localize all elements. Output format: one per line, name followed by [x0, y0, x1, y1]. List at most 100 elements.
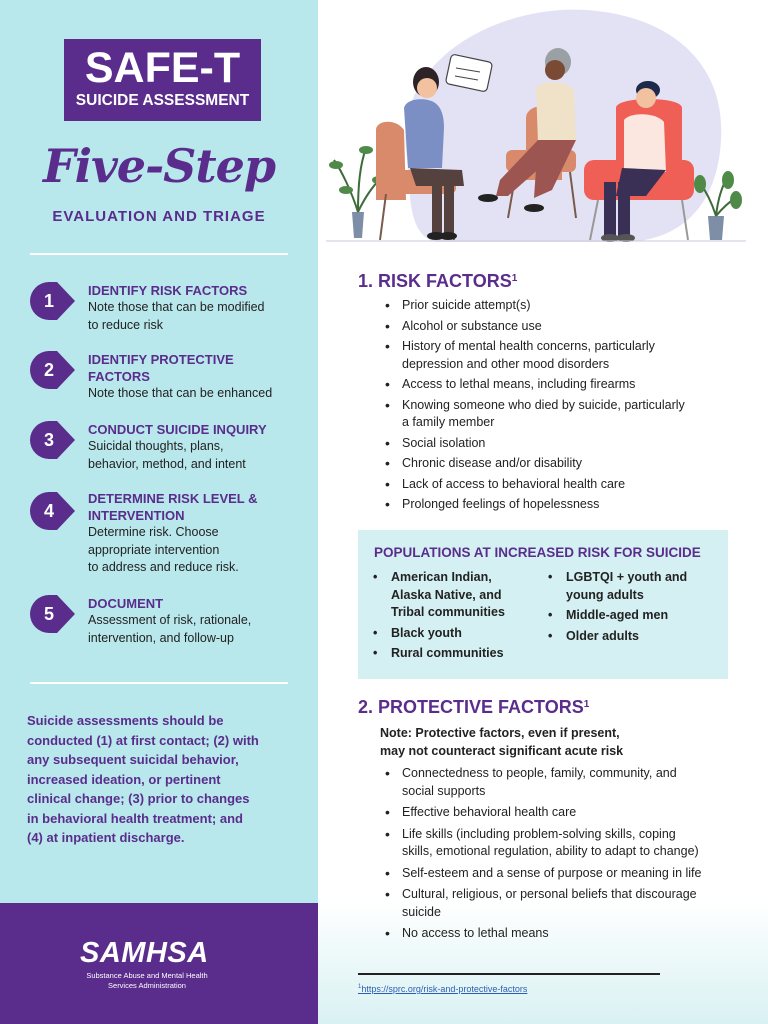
samhsa-logo: SAMHSA — [80, 937, 209, 969]
step-desc: to address and reduce risk. — [88, 560, 239, 574]
item-line: Chronic disease and/or disability — [402, 456, 582, 470]
footnote-divider — [358, 973, 660, 975]
list-item: Social isolation — [380, 435, 740, 453]
list-item: Connectedness to people, family, communi… — [380, 765, 740, 800]
list-item: LGBTQI + youth and young adults — [545, 569, 725, 604]
step-number: 2 — [43, 360, 54, 380]
footnote-ref: 1 — [358, 984, 362, 990]
step-desc: behavior, method, and intent — [88, 456, 246, 471]
populations-title: POPULATIONS AT INCREASED RISK FOR SUICID… — [374, 545, 701, 560]
item-line: Alaska Native, and — [391, 587, 502, 602]
protective-factors-heading: 2. PROTECTIVE FACTORS1 — [358, 696, 589, 718]
samhsa-subtitle: Substance Abuse and Mental Health — [86, 971, 208, 980]
list-item: History of mental health concerns, parti… — [380, 338, 740, 373]
samhsa-footer: SAMHSA Substance Abuse and Mental Health… — [0, 903, 318, 1024]
item-line: a family member — [402, 415, 495, 429]
speech-bubble-icon — [445, 54, 493, 92]
list-item: Middle-aged men — [545, 607, 725, 625]
item-line: Rural communities — [391, 646, 504, 660]
samhsa-subtitle: Services Administration — [108, 981, 186, 990]
footnote-url: https://sprc.org/risk-and-protective-fac… — [361, 984, 528, 994]
step-desc: Determine risk. Choose — [88, 525, 219, 539]
note-line: clinical change; (3) prior to changes — [27, 791, 250, 806]
list-item: Effective behavioral health care — [380, 804, 740, 822]
step-title: IDENTIFY RISK FACTORS — [88, 283, 248, 298]
divider — [30, 682, 288, 684]
person-right — [584, 81, 694, 242]
item-line: American Indian, — [391, 570, 492, 584]
left-panel: SAFE-T SUICIDE ASSESSMENT Five-Step EVAL… — [0, 0, 318, 1024]
list-item: Lack of access to behavioral health care — [380, 476, 740, 494]
step-desc: to reduce risk — [88, 317, 164, 332]
note-line: conducted (1) at first contact; (2) with — [27, 732, 259, 748]
list-item: Black youth — [370, 625, 540, 643]
note-line: any subsequent suicidal behavior, — [27, 752, 239, 767]
step-desc: appropriate intervention — [88, 542, 220, 557]
step-title: IDENTIFY PROTECTIVE — [88, 352, 234, 367]
note-line: Note: Protective factors, even if presen… — [380, 726, 620, 740]
item-line: suicide — [402, 904, 441, 919]
script-title: Five-Step — [42, 139, 276, 193]
note-line: (4) at inpatient discharge. — [27, 830, 185, 845]
item-line: young adults — [566, 587, 644, 602]
step-title: DOCUMENT — [88, 596, 164, 611]
risk-factors-list: Prior suicide attempt(s) Alcohol or subs… — [380, 297, 740, 514]
list-item: Prior suicide attempt(s) — [380, 297, 740, 315]
page-title: SAFE-T — [84, 44, 241, 92]
list-item: Chronic disease and/or disability — [380, 455, 740, 473]
item-line: Effective behavioral health care — [402, 805, 577, 819]
step-badge: 4 — [30, 492, 76, 530]
item-line: History of mental health concerns, parti… — [402, 339, 655, 353]
item-line: Cultural, religious, or personal beliefs… — [402, 887, 697, 901]
protective-factors-list: Connectedness to people, family, communi… — [380, 765, 740, 943]
item-line: Prior suicide attempt(s) — [402, 298, 531, 312]
step-desc: Assessment of risk, rationale, — [88, 613, 252, 627]
item-line: Older adults — [566, 628, 639, 643]
plant-icon — [694, 171, 742, 240]
step-desc: Suicidal thoughts, plans, — [88, 439, 224, 453]
item-line: Access to lethal means, including firear… — [402, 377, 636, 391]
list-item: Life skills (including problem-solving s… — [380, 826, 740, 861]
divider — [30, 253, 288, 255]
step-title: CONDUCT SUICIDE INQUIRY — [88, 422, 267, 437]
plant-icon — [329, 146, 386, 238]
item-line: No access to lethal means — [402, 926, 549, 940]
item-line: Self-esteem and a sense of purpose or me… — [402, 865, 702, 880]
item-line: Prolonged feelings of hopelessness — [402, 497, 600, 511]
step-number: 4 — [43, 501, 54, 521]
list-item: Prolonged feelings of hopelessness — [380, 496, 740, 514]
step-desc: intervention, and follow-up — [88, 630, 234, 645]
populations-list-2: LGBTQI + youth and young adults Middle-ag… — [545, 569, 725, 645]
item-line: Black youth — [391, 625, 462, 640]
step-title: INTERVENTION — [88, 508, 185, 523]
item-line: depression and other mood disorders — [402, 356, 610, 371]
step-badge: 2 — [30, 351, 76, 389]
tagline: EVALUATION AND TRIAGE — [52, 208, 266, 225]
protective-note: Note: Protective factors, even if presen… — [380, 724, 720, 760]
item-line: skills, emotional regulation, ability to… — [402, 844, 699, 858]
footnote-link[interactable]: 1https://sprc.org/risk-and-protective-fa… — [358, 984, 527, 994]
item-line: Social isolation — [402, 435, 486, 450]
item-line: LGBTQI + youth and — [566, 570, 688, 584]
item-line: social supports — [402, 783, 486, 798]
list-item: Self-esteem and a sense of purpose or me… — [380, 865, 740, 883]
step-badge: 5 — [30, 595, 76, 633]
footnote-ref: 1 — [583, 699, 590, 710]
list-item: Access to lethal means, including firear… — [380, 376, 740, 394]
person-middle — [478, 48, 577, 219]
populations-box: POPULATIONS AT INCREASED RISK FOR SUICID… — [358, 530, 728, 679]
note-line: increased ideation, or pertinent — [27, 771, 221, 787]
step-number: 5 — [43, 604, 54, 624]
list-item: Rural communities — [370, 645, 540, 663]
list-item: Cultural, religious, or personal beliefs… — [380, 886, 740, 921]
person-left — [376, 67, 464, 241]
section-title: 1. RISK FACTORS — [358, 271, 512, 291]
list-item: Alcohol or substance use — [380, 318, 740, 336]
step-title: DETERMINE RISK LEVEL & — [88, 491, 258, 506]
list-item: Knowing someone who died by suicide, par… — [380, 397, 740, 432]
step-desc: Note those that can be enhanced — [88, 386, 273, 400]
item-line: Life skills (including problem-solving s… — [402, 826, 676, 841]
step-badge: 3 — [30, 421, 76, 459]
step-number: 3 — [43, 430, 54, 450]
page-subtitle: SUICIDE ASSESSMENT — [75, 92, 250, 109]
